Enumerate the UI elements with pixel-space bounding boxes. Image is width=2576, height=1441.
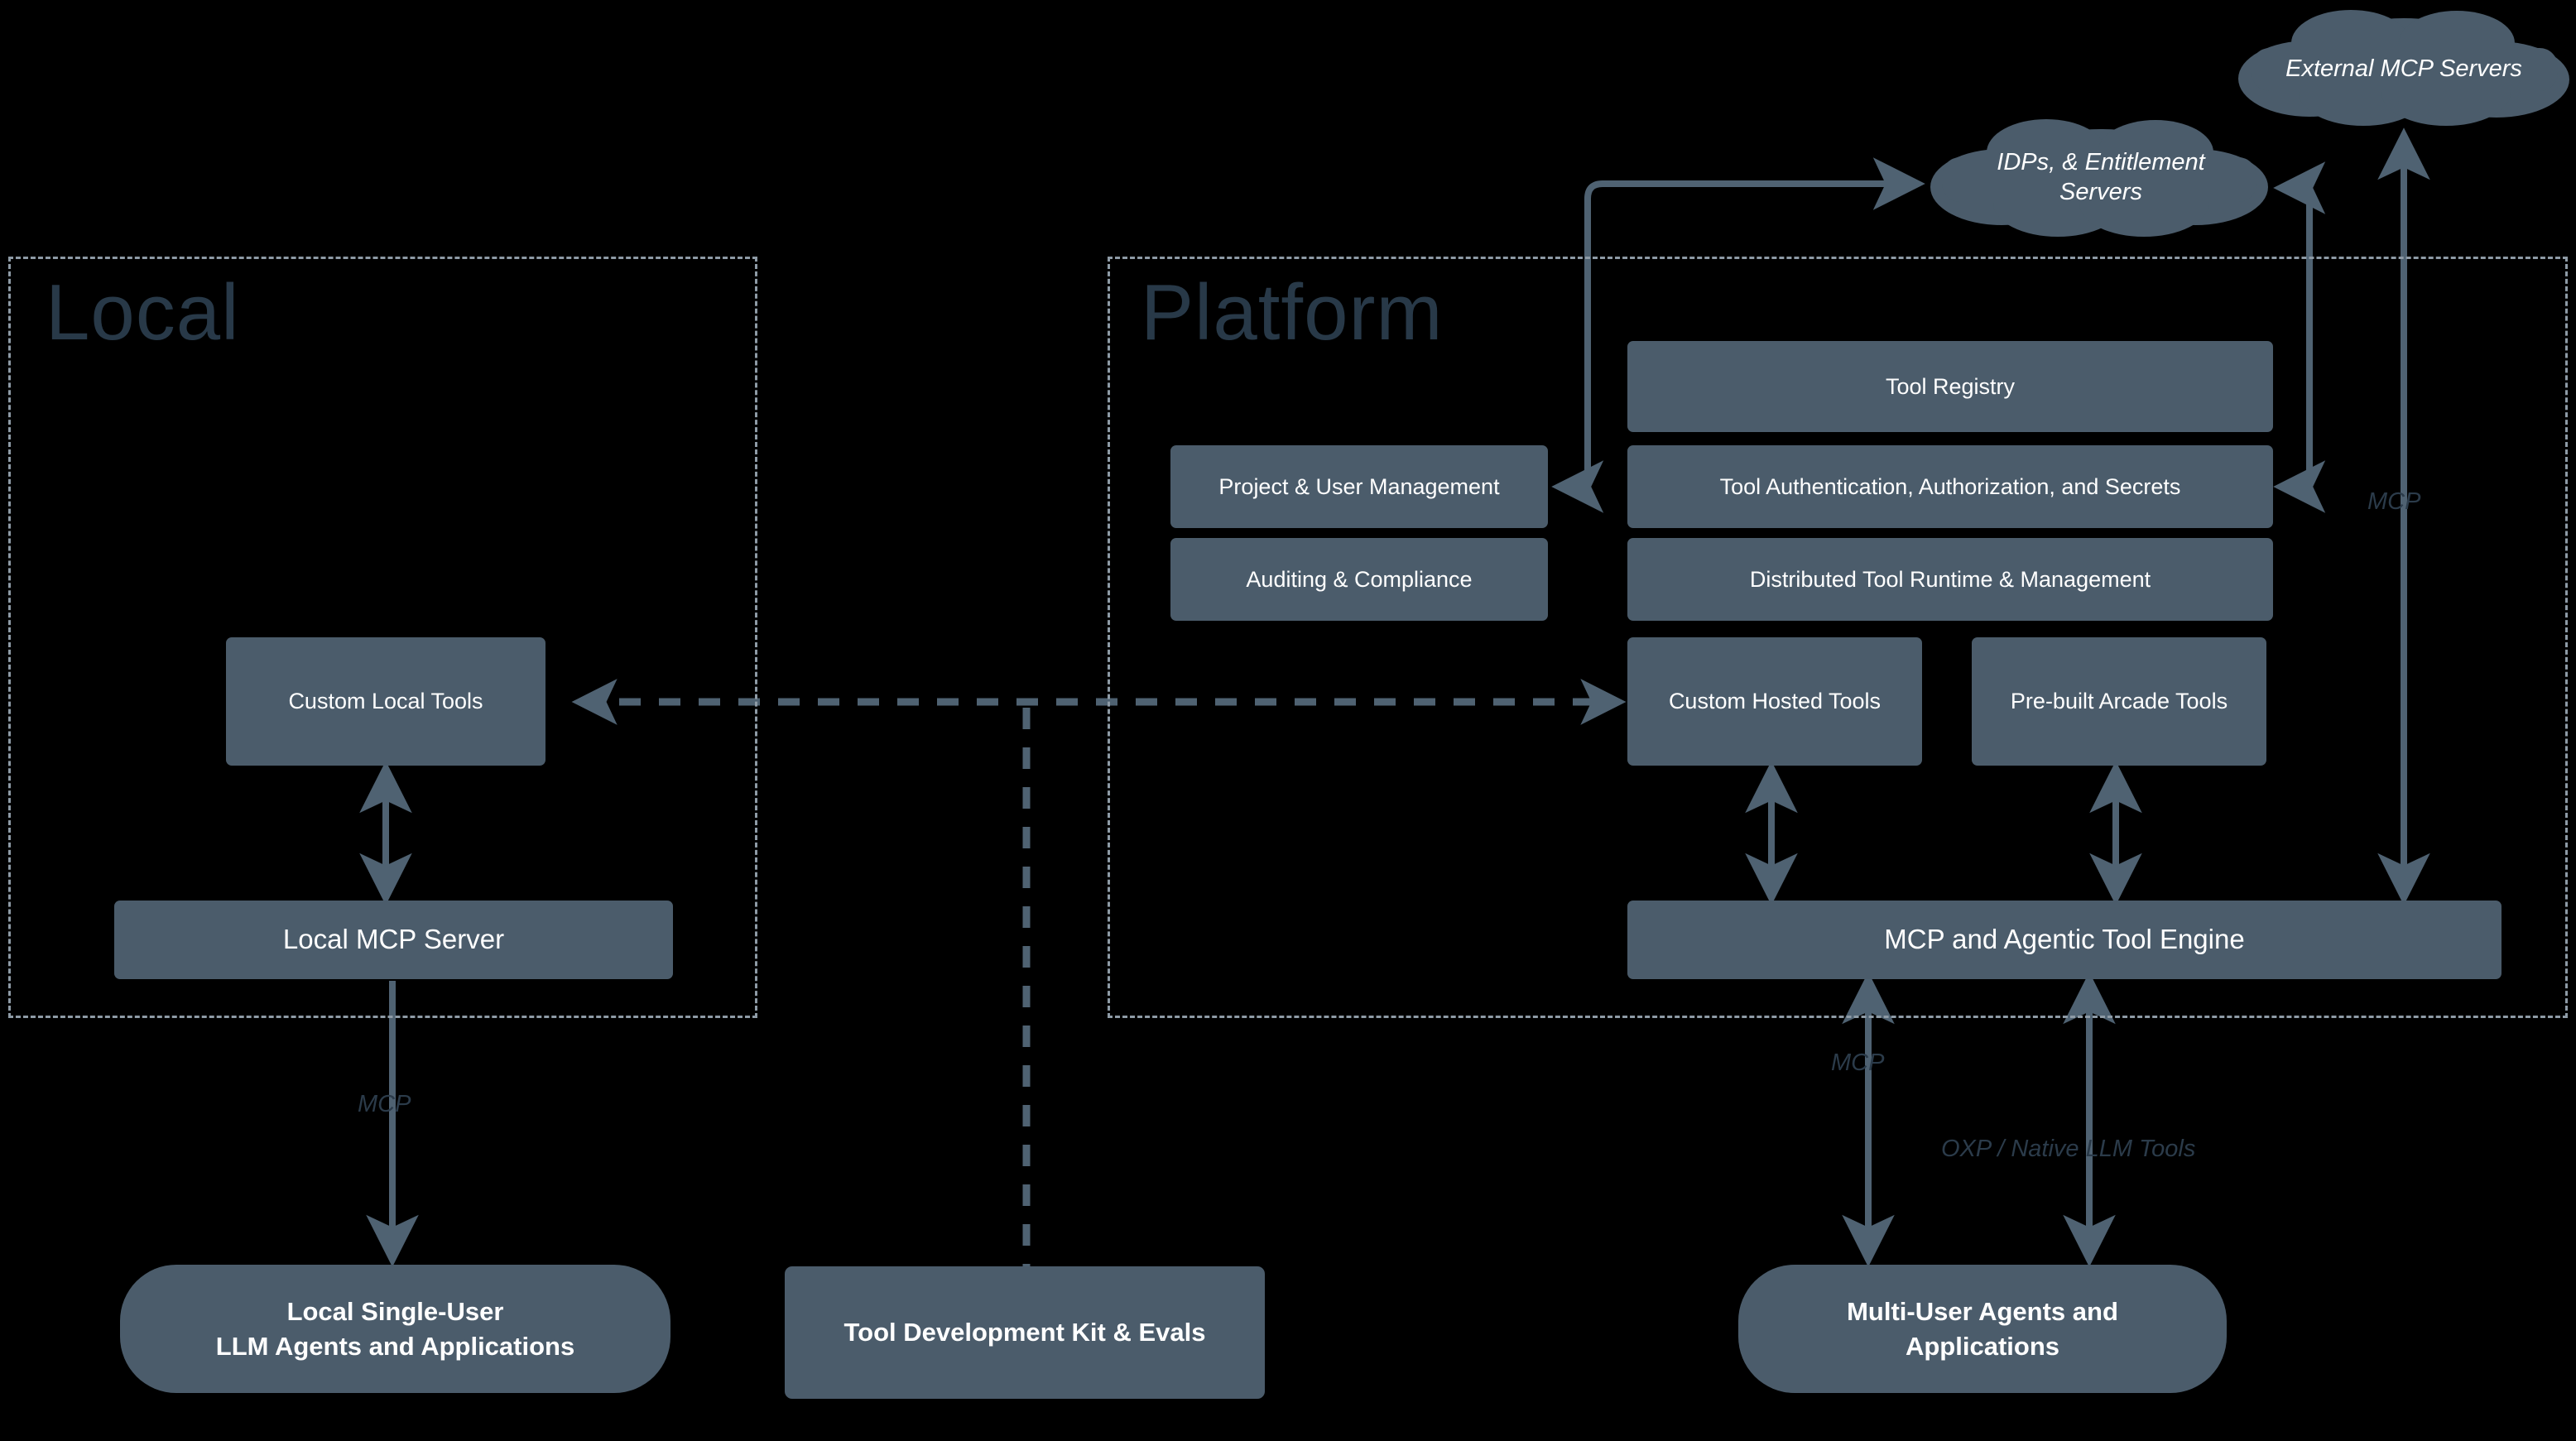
external-mcp-servers-label: External MCP Servers [2248, 43, 2559, 94]
idps-entitlement-servers-label: IDPs, & Entitlement Servers [1945, 132, 2256, 222]
multi-user-agents-line2: Applications [1905, 1331, 2059, 1361]
zone-local [8, 257, 757, 1018]
idps-entitlement-servers-line2: Servers [2059, 179, 2142, 205]
node-prebuilt-arcade-tools[interactable]: Pre-built Arcade Tools [1972, 637, 2266, 766]
node-project-user-management[interactable]: Project & User Management [1170, 445, 1548, 528]
node-local-single-user-agents[interactable]: Local Single-User LLM Agents and Applica… [120, 1265, 670, 1393]
node-mcp-agentic-tool-engine[interactable]: MCP and Agentic Tool Engine [1627, 901, 2502, 979]
edge-label-oxp-native-llm-tools: OXP / Native LLM Tools [1941, 1136, 2196, 1162]
local-single-user-agents-line1: Local Single-User [286, 1296, 504, 1326]
node-auditing-compliance[interactable]: Auditing & Compliance [1170, 538, 1548, 621]
edge-idps-toolauth [2273, 203, 2326, 513]
edge-label-mcp-external: MCP [2367, 488, 2421, 515]
zone-local-title: Local [46, 268, 240, 357]
idps-entitlement-servers-cloud-shape [1930, 119, 2268, 237]
node-local-mcp-server[interactable]: Local MCP Server [114, 901, 673, 979]
node-distributed-tool-runtime[interactable]: Distributed Tool Runtime & Management [1627, 538, 2273, 621]
node-tool-authentication[interactable]: Tool Authentication, Authorization, and … [1627, 445, 2273, 528]
external-mcp-servers-text: External MCP Servers [2285, 55, 2522, 82]
node-tool-development-kit[interactable]: Tool Development Kit & Evals [785, 1266, 1265, 1399]
node-custom-hosted-tools[interactable]: Custom Hosted Tools [1627, 637, 1922, 766]
edge-label-mcp-platform: MCP [1831, 1050, 1885, 1076]
zone-platform [1108, 257, 2568, 1018]
multi-user-agents-line1: Multi-User Agents and [1847, 1296, 2118, 1326]
node-multi-user-agents[interactable]: Multi-User Agents and Applications [1738, 1265, 2227, 1393]
node-tool-registry[interactable]: Tool Registry [1627, 341, 2273, 432]
edge-toolauth-idps [2273, 161, 2326, 484]
local-single-user-agents-line2: LLM Agents and Applications [215, 1331, 575, 1361]
idps-entitlement-servers-line1: IDPs, & Entitlement [1997, 148, 2205, 175]
external-mcp-servers-cloud-shape [2238, 10, 2569, 126]
node-custom-local-tools[interactable]: Custom Local Tools [226, 637, 545, 766]
edge-label-mcp-local: MCP [358, 1091, 411, 1117]
zone-platform-title: Platform [1141, 268, 1444, 357]
edge-idps-usermgmt-return [1551, 199, 1604, 513]
edge-usermgmt-idps [1584, 157, 1925, 484]
